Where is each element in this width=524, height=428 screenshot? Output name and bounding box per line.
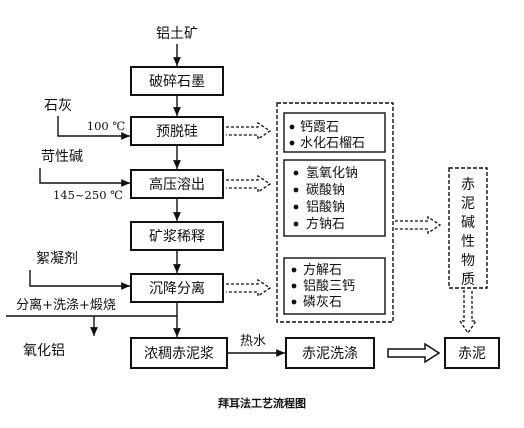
byproduct-item: 铝酸钠 (306, 200, 345, 215)
step-red-mud-washing: 赤泥洗涤 (285, 337, 375, 369)
bullet (291, 299, 297, 305)
byproduct-item: 方解石 (303, 262, 342, 278)
bullet (293, 221, 299, 227)
bullet (293, 204, 299, 210)
separation-label: 分离+洗涤+煅烧 (16, 297, 116, 313)
caustic-temperature: 145~250 ℃ (53, 188, 123, 202)
bullet (293, 170, 299, 176)
byproduct-group-2: 氢氧化钠 碳酸钠 铝酸钠 方钠石 (283, 159, 386, 237)
hollow-arrow-digestion (226, 174, 272, 194)
byproduct-group-1: 钙霞石 水化石榴石 (283, 112, 386, 153)
bullet (291, 283, 297, 289)
byproduct-item: 氢氧化钠 (306, 166, 358, 181)
byproduct-item: 方钠石 (306, 216, 345, 232)
hot-water-label: 热水 (240, 334, 266, 349)
hollow-arrow-to-alkaline-box (395, 215, 442, 235)
final-red-mud: 赤泥 (444, 337, 500, 369)
step-settling-label: 沉降分离 (149, 280, 205, 297)
lime-temperature: 100 ℃ (87, 119, 126, 133)
red-mud-alkaline-box: 赤泥碱性物质 (448, 167, 488, 289)
byproduct-item: 碳酸钠 (306, 183, 345, 198)
arrow-flocculant (29, 270, 130, 290)
hollow-arrow-desilication (226, 121, 272, 141)
red-mud-alkaline-label: 赤泥碱性物质 (461, 177, 475, 288)
bullet (291, 267, 297, 273)
byproduct-item: 铝酸三钙 (303, 279, 355, 294)
step-crushing-label: 破碎石墨 (149, 74, 205, 90)
hollow-arrow-down-to-red-mud (458, 290, 478, 335)
byproduct-panel (276, 102, 394, 323)
byproduct-group-3: 方解石 铝酸三钙 磷灰石 (283, 257, 386, 315)
arrow-lime (57, 116, 130, 140)
additive-caustic: 苛性碱 145~250 ℃ (39, 148, 130, 202)
bullet (293, 187, 299, 193)
byproduct-item: 水化石榴石 (300, 136, 365, 151)
additive-flocculant: 絮凝剂 (29, 250, 130, 290)
step-digestion: 高压溶出 (130, 169, 224, 199)
bullet (289, 124, 295, 130)
bullet (289, 140, 295, 146)
step-digestion-label: 高压溶出 (149, 176, 205, 193)
step-dilution: 矿浆稀释 (130, 221, 224, 251)
caustic-label: 苛性碱 (41, 148, 83, 165)
additive-lime: 石灰 100 ℃ (44, 98, 130, 140)
lime-label: 石灰 (44, 98, 72, 114)
byproduct-item: 钙霞石 (300, 120, 339, 135)
alumina-label: 氧化铝 (23, 343, 65, 359)
arrow-caustic (39, 168, 130, 187)
step-red-mud-washing-label: 赤泥洗涤 (302, 346, 358, 362)
step-thick-red-mud-slurry: 浓稠赤泥浆 (130, 337, 228, 369)
step-predesilication-label: 预脱硅 (156, 124, 198, 140)
figure-caption: 拜耳法工艺流程图 (218, 396, 306, 410)
final-red-mud-label: 赤泥 (458, 346, 486, 362)
hollow-arrow-to-red-mud (387, 342, 441, 364)
step-thick-red-mud-slurry-label: 浓稠赤泥浆 (144, 346, 214, 362)
byproduct-item: 磷灰石 (303, 295, 342, 310)
alumina-branch: 分离+洗涤+煅烧 氧化铝 (6, 297, 177, 359)
step-dilution-label: 矿浆稀释 (149, 229, 205, 245)
hollow-arrow-settling (226, 278, 272, 298)
step-predesilication: 预脱硅 (130, 116, 224, 146)
bauxite-label: 铝土矿 (156, 26, 198, 42)
step-settling: 沉降分离 (130, 273, 224, 303)
step-crushing: 破碎石墨 (130, 66, 224, 96)
flocculant-label: 絮凝剂 (36, 250, 78, 267)
